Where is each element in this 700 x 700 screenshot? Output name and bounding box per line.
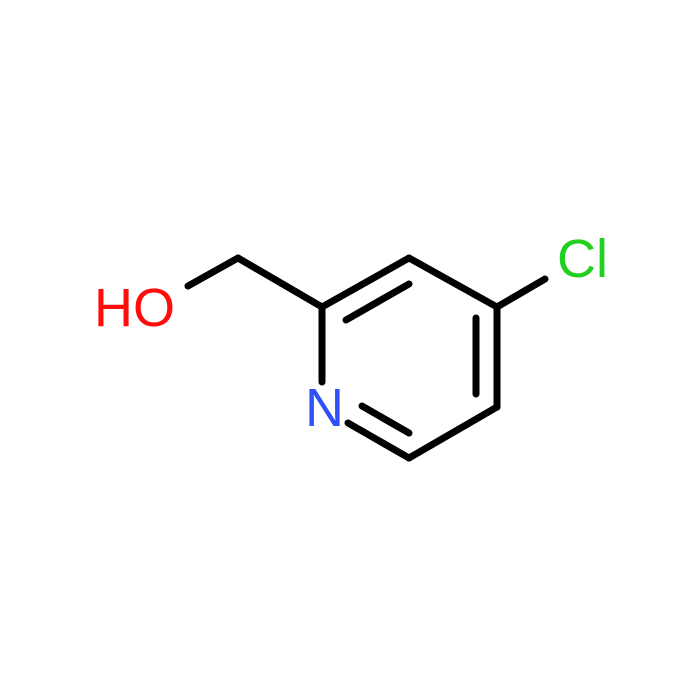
bond-ring-c6-n1 <box>344 419 413 462</box>
nitrogen-label: N <box>305 378 344 438</box>
bond-oxygen-methylene <box>184 254 242 290</box>
bond-ring-c4-chlorine <box>493 275 549 311</box>
atom-label-layer: HO N Cl <box>94 229 608 438</box>
bond-ring-c2-c3-inner <box>342 280 413 324</box>
bond-ring-c6-n1-inner <box>358 402 413 437</box>
bond-ring-c2-c3 <box>318 254 413 311</box>
bond-layer <box>184 254 549 462</box>
bond-methylene-ring-carbon-2 <box>234 254 326 311</box>
bond-ring-c5-c6 <box>405 403 501 462</box>
bond-ring-c3-c4 <box>405 254 501 311</box>
chlorine-label: Cl <box>557 229 608 289</box>
oxygen-label: HO <box>94 278 175 338</box>
